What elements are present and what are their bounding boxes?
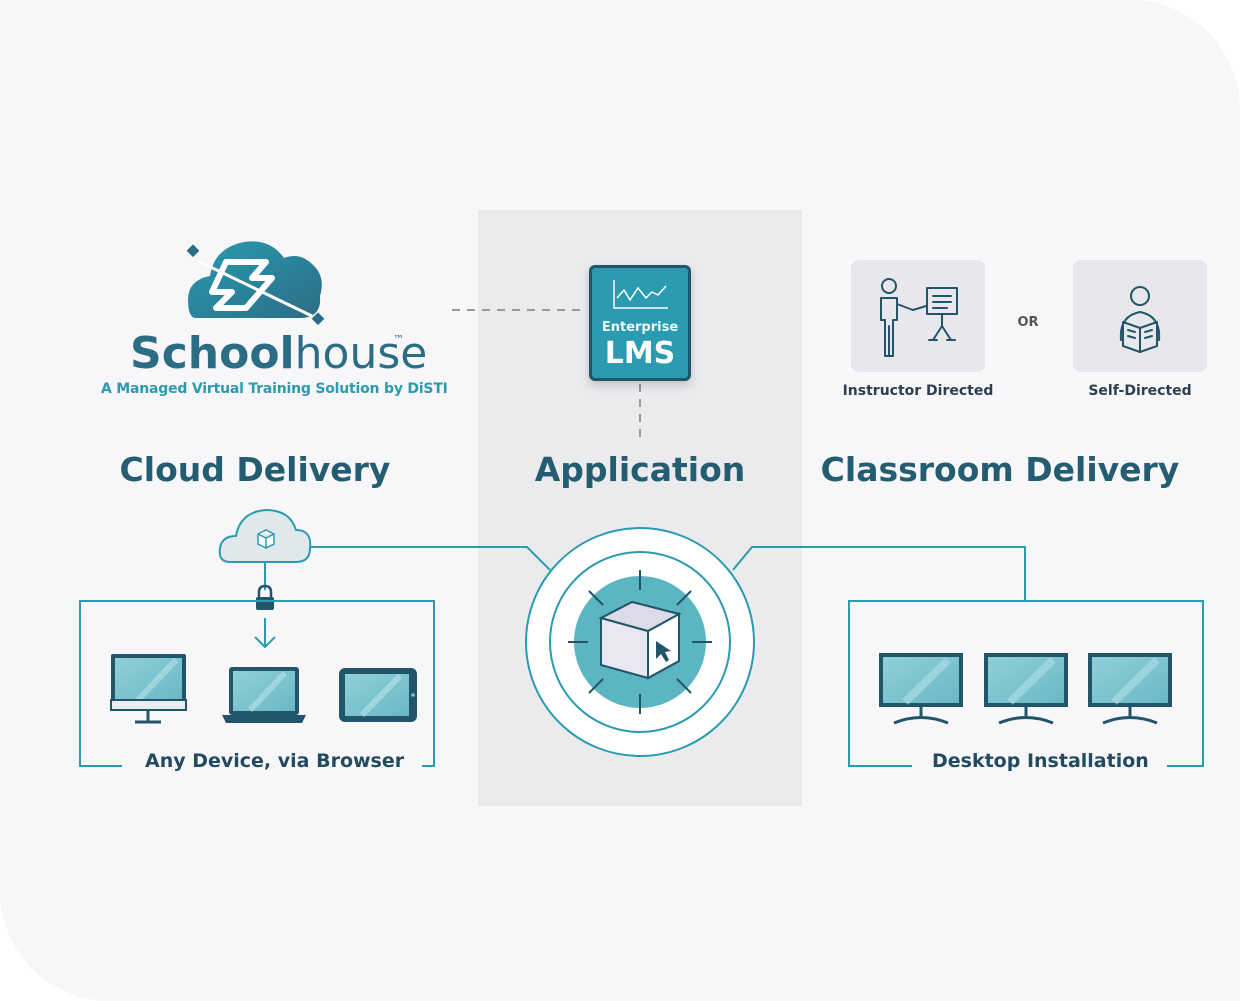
application-hub bbox=[525, 527, 755, 757]
enterprise-lms-badge: Enterprise LMS bbox=[589, 265, 691, 381]
brand-tagline: A Managed Virtual Training Solution by D… bbox=[101, 381, 448, 397]
lms-label-lms: LMS bbox=[604, 336, 676, 371]
self-directed-label: Self-Directed bbox=[1088, 383, 1192, 399]
monitor-icon bbox=[879, 653, 963, 725]
any-device-label: Any Device, via Browser bbox=[127, 750, 423, 772]
brand-name-bold: School bbox=[130, 328, 295, 379]
cloud-icon bbox=[218, 508, 312, 563]
cloud-to-hub-wire bbox=[310, 546, 551, 571]
schoolhouse-logo-icon bbox=[186, 241, 325, 326]
brand-wordmark: Schoolhouse bbox=[130, 328, 427, 379]
monitor-icon bbox=[984, 653, 1068, 725]
cloud-delivery-heading: Cloud Delivery bbox=[119, 450, 391, 489]
instructor-icon bbox=[880, 278, 958, 357]
arrow-down-icon bbox=[254, 618, 276, 649]
tablet-icon bbox=[339, 668, 417, 722]
lms-label-enterprise: Enterprise bbox=[601, 320, 679, 335]
brand-name-light: house bbox=[294, 328, 428, 379]
devices-box-outline bbox=[79, 600, 435, 767]
application-heading: Application bbox=[534, 450, 746, 489]
laptop-icon bbox=[222, 667, 306, 723]
monitor-icon bbox=[1088, 653, 1172, 725]
hub-to-desktop-wire bbox=[732, 546, 1026, 600]
self-directed-tile bbox=[1073, 260, 1207, 372]
or-separator: OR bbox=[1017, 315, 1039, 330]
desktop-box-outline bbox=[848, 600, 1204, 767]
instructor-directed-tile bbox=[851, 260, 985, 372]
self-study-icon bbox=[1119, 286, 1161, 353]
cube-cursor-icon bbox=[598, 600, 682, 680]
instructor-directed-label: Instructor Directed bbox=[842, 383, 994, 399]
desktop-installation-label: Desktop Installation bbox=[914, 750, 1167, 772]
chart-icon bbox=[613, 280, 668, 309]
monitor-icon bbox=[110, 654, 187, 724]
classroom-delivery-heading: Classroom Delivery bbox=[820, 450, 1180, 489]
trademark-mark: ™ bbox=[393, 333, 404, 346]
